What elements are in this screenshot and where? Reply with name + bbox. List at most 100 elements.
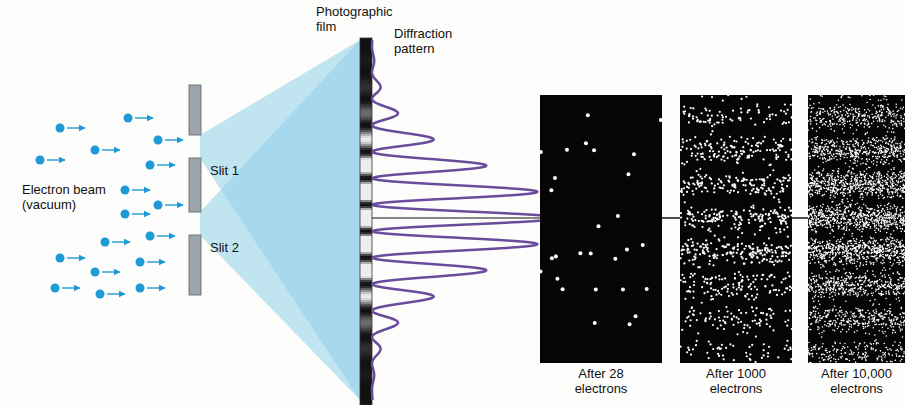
electron-hit: [761, 216, 763, 218]
electron-hit: [739, 221, 741, 223]
electron-hit: [703, 211, 705, 213]
electron-hit: [814, 151, 816, 153]
electron-hit: [846, 215, 848, 217]
electron-hit: [779, 149, 781, 151]
electron-hit: [771, 113, 773, 115]
electron-hit: [714, 318, 716, 320]
electron-hit: [817, 321, 819, 323]
electron-hit: [822, 216, 824, 218]
electron-hit: [702, 243, 704, 245]
slit-label: Slit 1: [210, 163, 260, 178]
electron-hit: [711, 96, 713, 98]
electron-hit: [890, 147, 892, 149]
film-band: [360, 266, 372, 268]
film-band: [360, 258, 372, 260]
electron-hit: [785, 246, 787, 248]
electron-hit: [683, 163, 685, 165]
electron-hit: [846, 289, 848, 291]
electron-hit: [709, 150, 711, 152]
electron-hit: [553, 176, 557, 180]
electron-hit: [827, 219, 829, 221]
film-band: [360, 190, 372, 192]
electron-hit: [686, 147, 688, 149]
electron-hit: [880, 193, 882, 195]
electron-hit: [728, 175, 730, 177]
electron-hit: [825, 260, 827, 262]
electron-hit: [841, 284, 843, 286]
electron-hit: [901, 120, 903, 122]
electron-hit: [809, 318, 811, 320]
electron-hit: [869, 95, 871, 96]
electron-hit: [709, 312, 711, 314]
electron-hit: [716, 121, 718, 123]
film-band: [360, 340, 372, 342]
film-band: [360, 52, 372, 54]
electron-hit: [818, 245, 820, 247]
electron-hit: [821, 258, 823, 260]
electron-hit: [706, 190, 708, 192]
electron-hit: [840, 260, 842, 262]
electron-hit: [748, 219, 750, 221]
electron-hit: [825, 271, 827, 273]
electron-hit: [756, 246, 758, 248]
film-band: [360, 306, 372, 308]
electron-hit: [726, 259, 728, 261]
electron-hit: [888, 293, 890, 295]
electron-hit: [841, 199, 843, 201]
electron-hit: [770, 258, 772, 260]
electron-hit: [787, 154, 789, 156]
electron-hit: [755, 213, 757, 215]
electron-hit: [890, 253, 892, 255]
electron-hit: [762, 208, 764, 210]
film-band: [360, 228, 372, 230]
electron-hit: [743, 324, 745, 326]
film-band: [360, 218, 372, 220]
electron-hit: [778, 246, 780, 248]
electron-hit: [709, 260, 711, 262]
electron-hit: [731, 318, 733, 320]
electron-hit: [686, 161, 688, 163]
electron-hit: [879, 183, 881, 185]
electron-hit: [819, 304, 821, 306]
electron-hit: [751, 306, 753, 308]
electron-hit: [737, 321, 739, 323]
film-band: [360, 240, 372, 242]
electron-hit: [786, 185, 788, 187]
film-band: [360, 244, 372, 246]
electron-hit: [849, 278, 851, 280]
electron-hit: [832, 212, 834, 214]
electron-hit: [756, 103, 758, 105]
electron-hit: [699, 120, 701, 122]
electron-hit: [784, 215, 786, 217]
electron-hit: [835, 361, 837, 363]
electron-hit: [884, 224, 886, 226]
film-band: [360, 290, 372, 292]
electron-hit: [896, 146, 898, 148]
electron-dot: [121, 186, 130, 195]
electron-hit: [743, 248, 745, 250]
electron-hit: [893, 115, 895, 117]
electron-hit: [741, 251, 743, 253]
electron-hit: [718, 212, 720, 214]
electron-hit: [691, 155, 693, 157]
electron-hit: [900, 262, 902, 264]
electron-hit: [741, 153, 743, 155]
electron-hit: [709, 121, 711, 123]
film-band: [360, 44, 372, 46]
electron-hit: [745, 96, 747, 98]
electron-hit: [858, 191, 860, 193]
electron-hit: [833, 195, 835, 197]
motion-arrow: [47, 159, 65, 160]
electron-hit: [763, 242, 765, 244]
film-band: [360, 96, 372, 98]
electron-hit: [689, 276, 691, 278]
electron-hit: [883, 124, 885, 126]
electron-hit: [853, 117, 855, 119]
film-band: [360, 210, 372, 212]
electron-hit: [788, 121, 790, 123]
electron-hit: [894, 332, 896, 334]
electron-hit: [770, 221, 772, 223]
electron-hit: [720, 138, 722, 140]
electron-hit: [709, 318, 711, 320]
electron-hit: [829, 271, 831, 273]
